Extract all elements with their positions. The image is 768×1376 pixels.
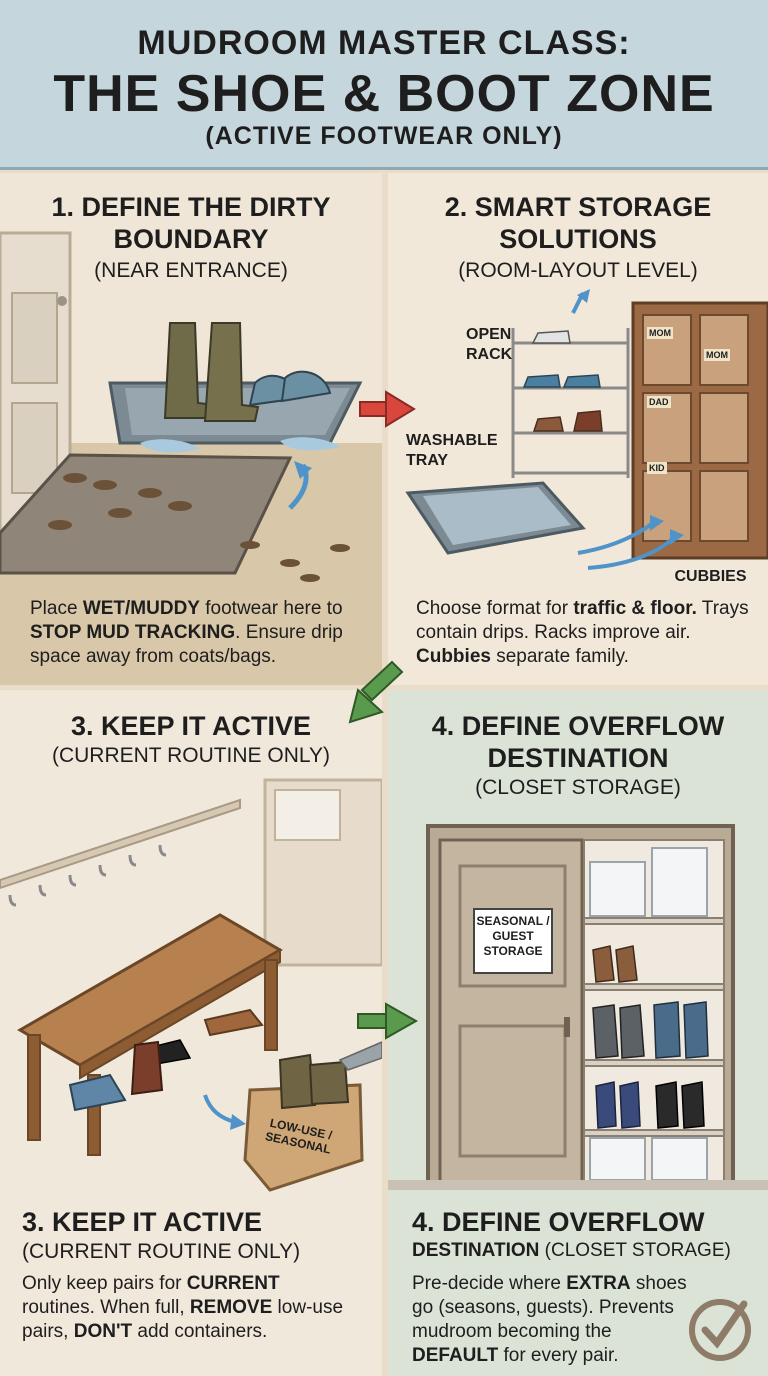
panel3-bottom-title: 3. KEEP IT ACTIVE [22,1207,263,1237]
panel3-title: 3. KEEP IT ACTIVE [70,711,312,741]
panel2-description: Choose format for traffic & floor. Trays… [416,598,749,667]
panel2-title: 2. SMART STORAGE SOLUTIONS [444,192,712,254]
panel4-subtitle: (CLOSET STORAGE) [475,776,681,799]
panel2-subtitle: (ROOM-LAYOUT LEVEL) [458,259,698,282]
panel-dirty-boundary: 1. DEFINE THE DIRTY BOUNDARY (NEAR ENTRA… [0,173,382,685]
panel3-bottom-subtitle: (CURRENT ROUTINE ONLY) [22,1240,301,1263]
panel3-subtitle: (CURRENT ROUTINE ONLY) [51,744,331,767]
open-rack-label: OPEN RACK [466,326,513,363]
entrance-illustration [0,231,382,685]
panel1-title: 1. DEFINE THE DIRTY BOUNDARY [51,192,331,254]
cubbies-label: CUBBIES [674,568,747,585]
header-line1: MUDROOM MASTER CLASS: [137,24,631,62]
panel-keep-active: LOW-USE / SEASONAL 3. KEEP IT ACTIVE (CU… [0,690,382,1376]
cubby-tag: DAD [647,396,671,408]
cubby-tag: MOM [647,327,673,339]
header-banner: MUDROOM MASTER CLASS: THE SHOE & BOOT ZO… [0,0,768,170]
bench-illustration [0,778,382,1192]
panel4-title: 4. DEFINE OVERFLOW DESTINATION [431,711,725,773]
panel4-bottom-subtitle: DESTINATION (CLOSET STORAGE) [412,1240,731,1261]
panel4-bottom-title: 4. DEFINE OVERFLOW [412,1207,705,1237]
cubby-tag: KID [647,462,667,474]
panel-smart-storage: OPEN RACK WASHABLE TRAY CUBBIES MOM MOM … [388,173,768,685]
seasonal-storage-sign: SEASONAL / GUEST STORAGE [473,908,553,974]
panel1-description: Place WET/MUDDY footwear here to STOP MU… [30,598,343,667]
cubby-tag: MOM [704,349,730,361]
panel-overflow-destination: SEASONAL / GUEST STORAGE 4. DEFINE OVERF… [388,690,768,1376]
panel3-description: Only keep pairs for CURRENT routines. Wh… [22,1273,344,1342]
closet-illustration [388,824,768,1361]
washable-tray-label: WASHABLE TRAY [406,432,498,469]
panel1-subtitle: (NEAR ENTRANCE) [94,259,288,282]
panel4-description: Pre-decide where EXTRA shoes go (seasons… [412,1273,687,1366]
storage-illustration [405,289,768,570]
header-subtitle: (ACTIVE FOOTWEAR ONLY) [205,122,563,150]
page-title: THE SHOE & BOOT ZONE [53,65,715,123]
